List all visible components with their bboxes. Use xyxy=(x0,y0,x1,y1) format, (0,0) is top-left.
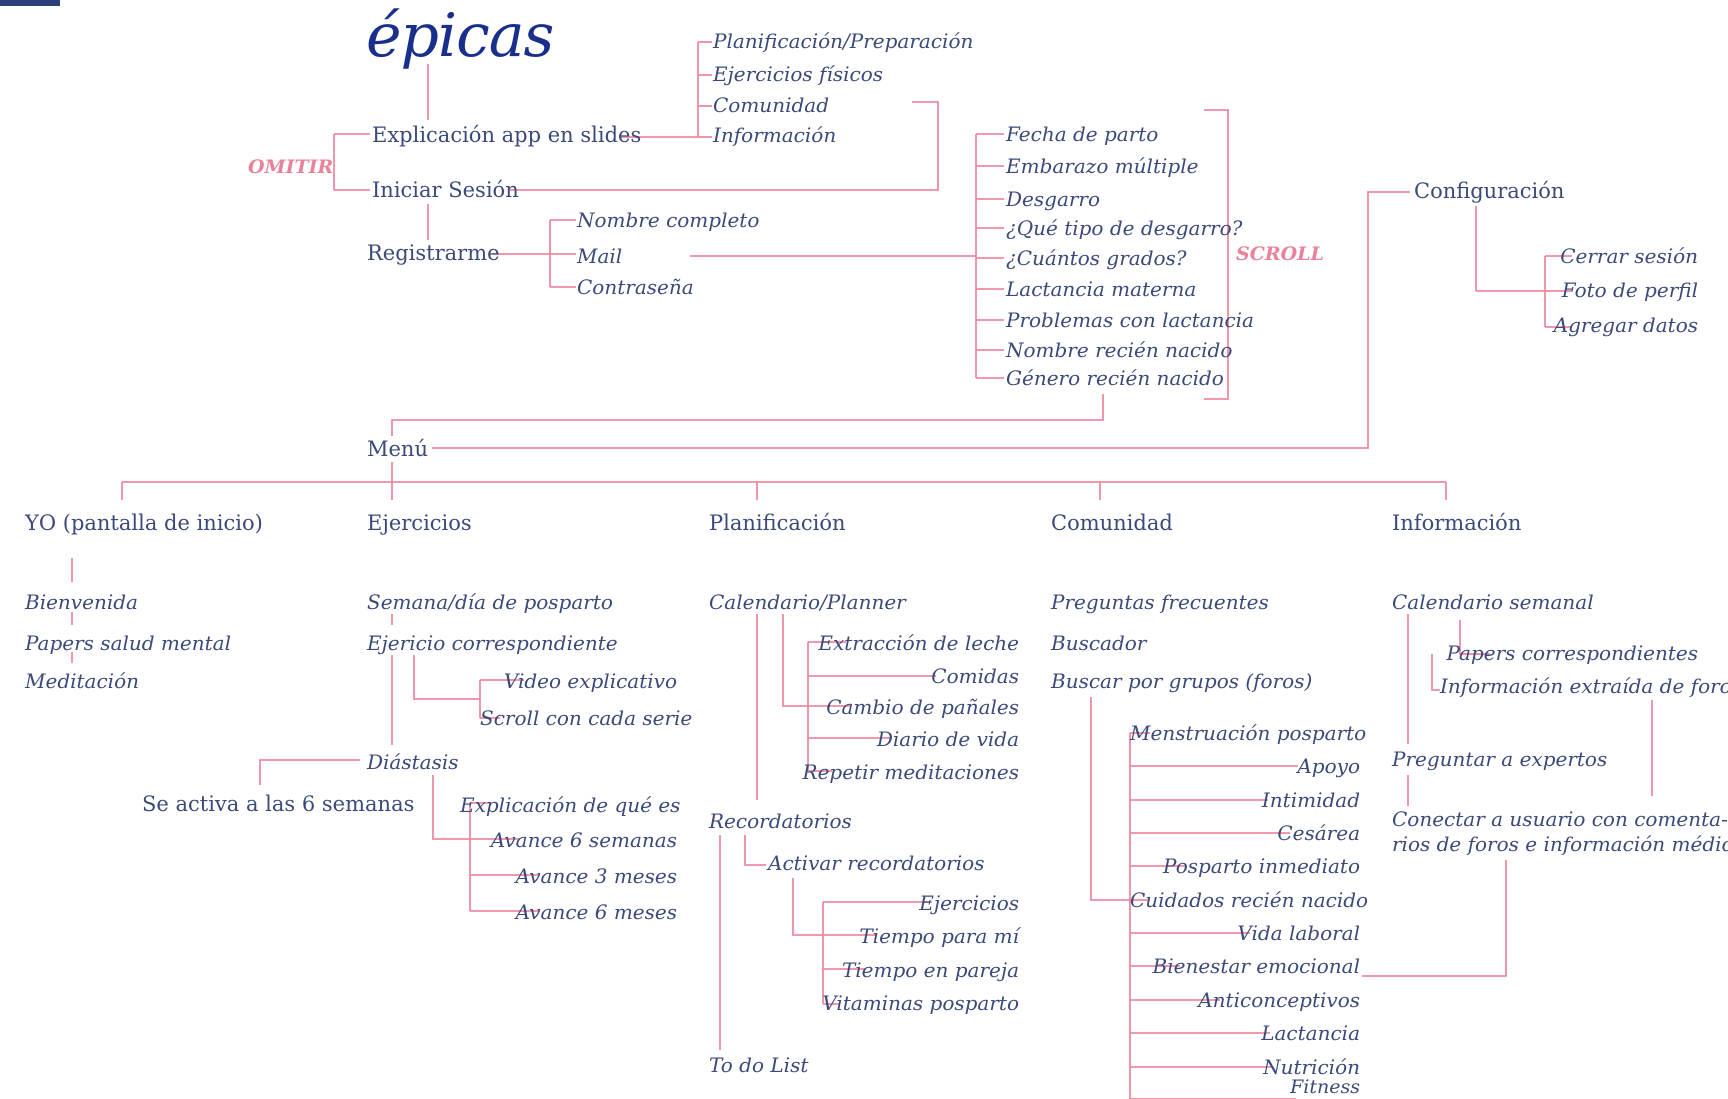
comunidad-node: Comunidad xyxy=(1051,511,1173,535)
ejercicios-week: Semana/día de posparto xyxy=(367,590,613,614)
login-node: Iniciar Sesión xyxy=(372,178,519,202)
connector-line xyxy=(782,614,808,707)
activar-item: Vitaminas posparto xyxy=(822,991,1019,1015)
foro-item: Cesárea xyxy=(1277,821,1360,845)
recordatorios-node: Recordatorios xyxy=(709,809,852,833)
connector-line xyxy=(432,191,1410,449)
ejercicios-sub-item: Scroll con cada serie xyxy=(480,706,693,730)
diastasis-item: Avance 3 meses xyxy=(515,864,677,888)
foro-item: Anticonceptivos xyxy=(1198,988,1360,1012)
profile-item: Fecha de parto xyxy=(1006,122,1159,146)
calendario-item: Cambio de pañales xyxy=(826,695,1019,719)
config-item: Cerrar sesión xyxy=(1560,244,1698,268)
informacion-conectar-1: Conectar a usuario con comenta- xyxy=(1392,807,1728,831)
connector-line xyxy=(1362,860,1507,977)
foro-item: Menstruación posparto xyxy=(1130,721,1367,745)
slides-item: Planificación/Preparación xyxy=(713,29,974,53)
activar-item: Ejercicios xyxy=(919,891,1019,915)
foro-item: Posparto inmediato xyxy=(1163,854,1360,878)
connector-line xyxy=(510,101,939,191)
profile-item: ¿Qué tipo de desgarro? xyxy=(1006,216,1243,240)
register-node: Registrarme xyxy=(367,241,500,265)
connector-line xyxy=(1431,654,1440,691)
activar-node: Activar recordatorios xyxy=(768,851,985,875)
informacion-node: Información xyxy=(1392,511,1522,535)
profile-item: ¿Cuántos grados? xyxy=(1006,246,1187,270)
diastasis-item: Avance 6 semanas xyxy=(490,828,677,852)
omitir-tag: OMITIR xyxy=(248,156,334,178)
foro-item: Bienestar emocional xyxy=(1152,954,1360,978)
calendario-item: Comidas xyxy=(931,664,1019,688)
config-node: Configuración xyxy=(1414,179,1565,203)
activar-item: Tiempo para mí xyxy=(859,924,1019,948)
activar-item: Tiempo en pareja xyxy=(841,958,1019,982)
comunidad-buscador: Buscador xyxy=(1051,631,1147,655)
register-item: Contraseña xyxy=(577,275,694,299)
calendario-item: Diario de vida xyxy=(876,727,1019,751)
scroll-tag: SCROLL xyxy=(1236,243,1324,265)
planificacion-node: Planificación xyxy=(709,511,846,535)
profile-item: Embarazo múltiple xyxy=(1006,154,1199,178)
ejercicios-sub-item: Video explicativo xyxy=(503,669,677,693)
profile-item: Lactancia materna xyxy=(1006,277,1197,301)
foro-item: Cuidados recién nacido xyxy=(1130,888,1369,912)
slides-item: Ejercicios físicos xyxy=(713,62,884,86)
todo-node: To do List xyxy=(709,1053,809,1077)
config-item: Foto de perfil xyxy=(1561,278,1698,302)
connector-line xyxy=(744,835,766,866)
comunidad-grupos: Buscar por grupos (foros) xyxy=(1051,669,1313,693)
connector-line xyxy=(413,655,480,700)
diastasis-node: Diástasis xyxy=(367,750,459,774)
foro-item: Intimidad xyxy=(1261,788,1360,812)
connector-line xyxy=(1204,109,1229,400)
informacion-sub-item: Papers correspondientes xyxy=(1446,641,1698,665)
diastasis-item: Explicación de qué es xyxy=(460,793,681,817)
profile-item: Problemas con lactancia xyxy=(1006,308,1254,332)
planificacion-calendario: Calendario/Planner xyxy=(709,590,906,614)
informacion-calendario: Calendario semanal xyxy=(1392,590,1594,614)
diastasis-item: Avance 6 meses xyxy=(515,900,677,924)
calendario-item: Repetir meditaciones xyxy=(802,760,1019,784)
ejercicios-correspondiente: Ejericio correspondiente xyxy=(367,631,618,655)
profile-item: Desgarro xyxy=(1006,187,1101,211)
informacion-conectar-2: rios de foros e información médica xyxy=(1392,832,1728,856)
informacion-sub-item: Información extraída de foros xyxy=(1440,674,1728,698)
connector-line xyxy=(792,878,823,936)
foro-item: Lactancia xyxy=(1261,1021,1360,1045)
ejercicios-node: Ejercicios xyxy=(367,511,472,535)
foro-item: Apoyo xyxy=(1297,754,1360,778)
foro-item: Fitness xyxy=(1290,1076,1360,1098)
connector-line xyxy=(259,759,360,785)
yo-node: YO (pantalla de inicio) xyxy=(25,511,263,535)
slides-node: Explicación app en slides xyxy=(372,123,642,147)
register-item: Mail xyxy=(577,244,623,268)
calendario-item: Extracción de leche xyxy=(818,631,1019,655)
logo: épicas xyxy=(366,1,554,71)
comunidad-faq: Preguntas frecuentes xyxy=(1051,590,1269,614)
yo-item: Meditación xyxy=(25,669,139,693)
connector-line xyxy=(1090,697,1130,901)
profile-item: Nombre recién nacido xyxy=(1006,338,1233,362)
register-item: Nombre completo xyxy=(577,208,760,232)
menu-node: Menú xyxy=(367,437,428,461)
foro-item: Vida laboral xyxy=(1237,921,1360,945)
informacion-expertos: Preguntar a expertos xyxy=(1392,747,1608,771)
diastasis-note: Se activa a las 6 semanas xyxy=(142,792,415,816)
yo-item: Papers salud mental xyxy=(25,631,231,655)
config-item: Agregar datos xyxy=(1553,313,1698,337)
yo-item: Bienvenida xyxy=(25,590,138,614)
connector-line xyxy=(391,394,1104,436)
slides-item: Comunidad xyxy=(713,93,829,117)
foro-item: Nutrición xyxy=(1263,1055,1360,1079)
profile-item: Género recién nacido xyxy=(1006,366,1224,390)
slides-item: Información xyxy=(713,123,837,147)
corner-bar xyxy=(0,0,60,6)
connector-line xyxy=(432,775,470,840)
